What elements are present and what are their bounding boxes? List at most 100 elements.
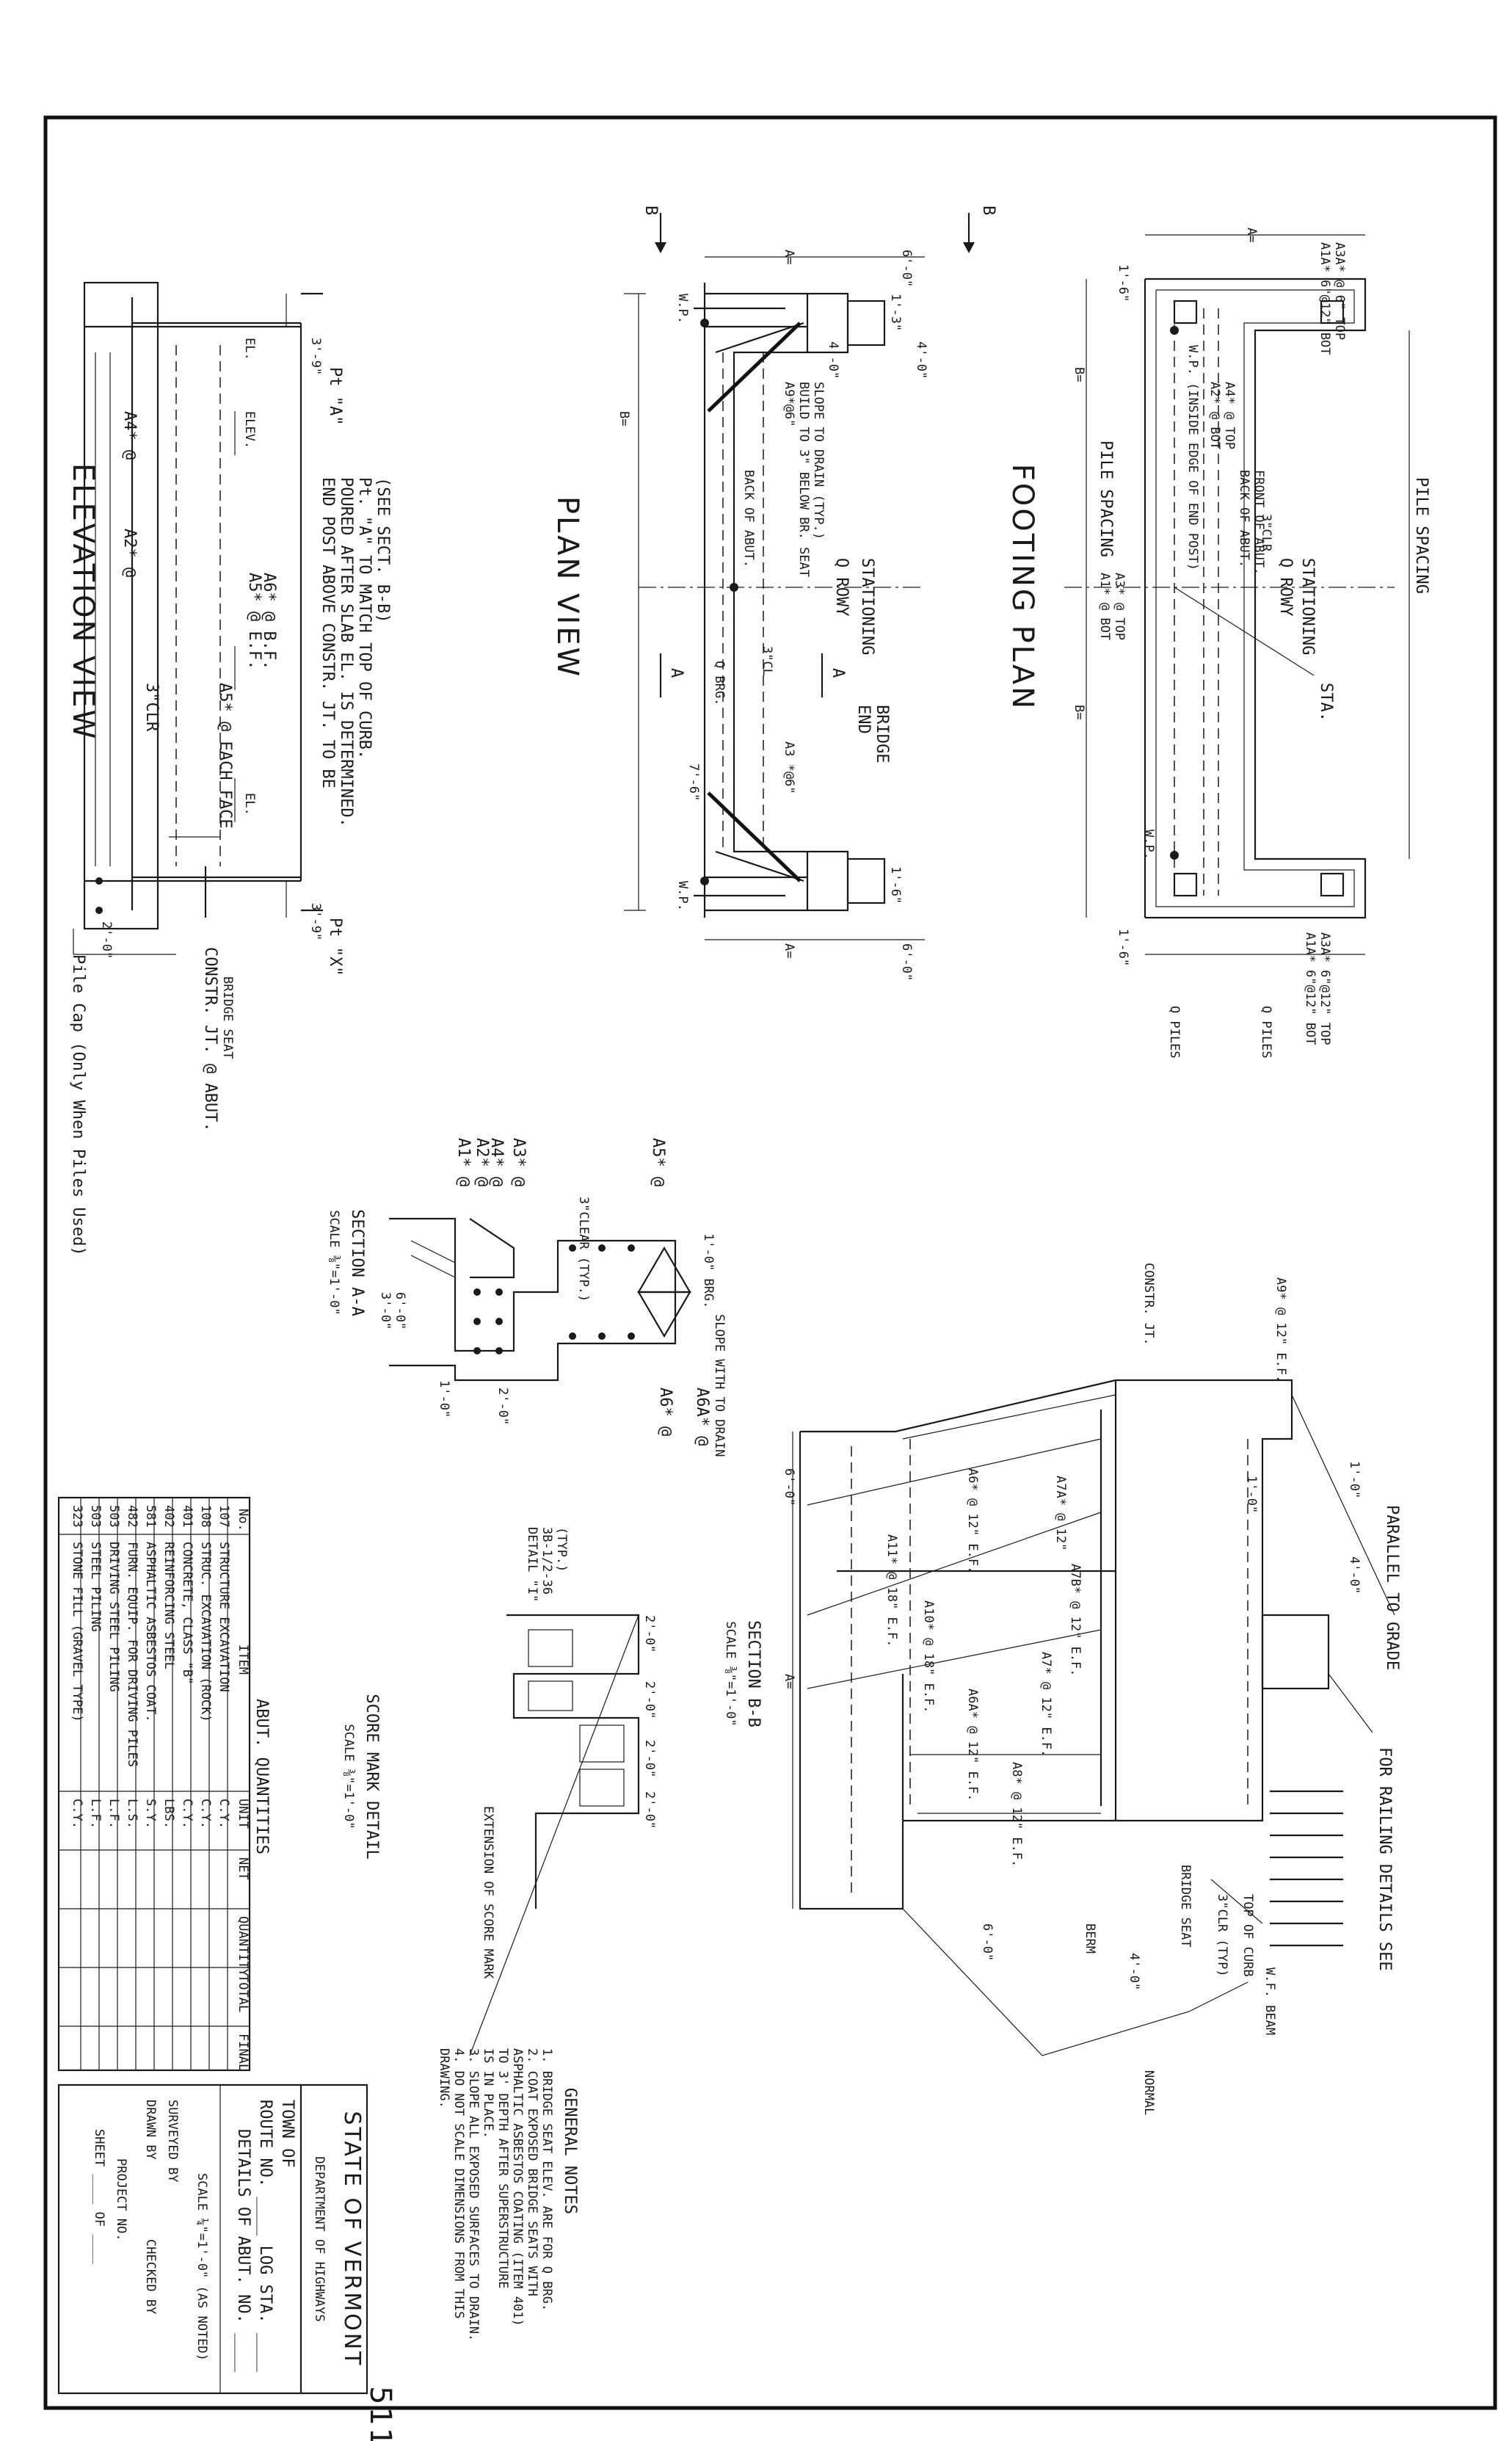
footing-plan-title: FOOTING PLAN <box>1006 464 1039 711</box>
sheet-border <box>43 115 1497 2410</box>
section-bb-dim-6ft-2: 6'-0" <box>980 1923 995 1961</box>
section-aa-label-a1: A1* @ <box>454 1138 473 1186</box>
footing-plan: FOOTING PLAN A= A1A* 6"@12" BOT A3A* @ 6… <box>1006 228 1431 1059</box>
section-bb-a8: A8* @ 12" E.F. <box>1009 1762 1024 1867</box>
elevation-view: ELEVATION VIEW A4* @ A2* @ A5* @ E.F. A6… <box>66 281 392 1256</box>
section-bb-a6: A6* @ 12" E.F. <box>965 1468 980 1573</box>
section-bb-a6a: A6A* @ 12" E.F. <box>965 1689 980 1802</box>
section-bb-dim-4ft-top: 4'-0" <box>1347 1556 1362 1594</box>
elevation-pile-cap-note: Pile Cap (Only When Piles Used) <box>69 954 87 1256</box>
table-row: 323 STONE FILL (GRAVEL TYPE) C.Y. <box>70 1505 84 1829</box>
note-line-3: ASPHALTIC ASBESTOS COATING (ITEM 401) <box>510 2048 525 2326</box>
section-aa-dim-2: 2'-0" <box>495 1388 510 1425</box>
plan-dim-7-6: 7'-6" <box>686 764 701 801</box>
footing-q-piles-1: Q PILES <box>1167 1006 1182 1059</box>
section-aa-title: SECTION A-A <box>348 1209 366 1316</box>
plan-slope-drain: SLOPE TO DRAIN (TYP.) <box>811 382 826 540</box>
section-aa-dim-1: 1'-0" <box>437 1380 451 1418</box>
elevation-label-a5ef: A5* @ E.F. <box>245 573 263 670</box>
quant-cell-unit: C.Y. <box>180 1799 195 1829</box>
footing-q-piles-2: Q PILES <box>1259 1006 1273 1059</box>
plan-dim-a-top: A= <box>782 250 796 264</box>
note-line-6: 3. SLOPE ALL EXPOSED SURFACES TO DRAIN. <box>466 2048 481 2341</box>
plan-a3: A3 *@6" <box>782 741 796 794</box>
quant-cell-no: 482 <box>125 1505 139 1528</box>
section-aa-clear: 3"CLEAR (TYP.) <box>576 1197 591 1302</box>
footing-back-of-abut: BACK OF ABUT. <box>1237 470 1251 567</box>
elevation-note-2: POURED AFTER SLAB EL. IS DETERMINED. <box>337 477 355 827</box>
note-line-4: TO 3' DEPTH AFTER SUPERSTRUCTURE <box>495 2048 510 2289</box>
tb-route: ROUTE NO. ____ LOG STA. ____ <box>256 2100 275 2373</box>
tb-details: DETAILS OF ABUT. NO. ____ <box>234 2129 252 2373</box>
quant-cell-item: REINFORCING STEEL <box>161 1542 176 1669</box>
elevation-dim-2: 3'-9" <box>308 903 323 940</box>
notes-title: GENERAL NOTES <box>561 2088 579 2214</box>
elevation-note-3: Pt. "A" TO MATCH TOP OF CURB. <box>355 477 374 759</box>
section-bb-dim-1ft-1: 1'-0" <box>1347 1461 1362 1498</box>
quant-cell-item: CONCRETE, CLASS "B" <box>180 1542 195 1684</box>
tb-scale: SCALE ¼"=1'-0" (AS NOTED) <box>195 2173 209 2361</box>
footing-pile-spacing-1: PILE SPACING <box>1097 440 1115 557</box>
plan-label-a-2: A <box>829 668 847 678</box>
plan-stationing: STATIONING <box>858 558 876 655</box>
section-bb-bridge-seat: BRIDGE SEAT <box>1178 1865 1193 1948</box>
elevation-label-pt-a: Pt "A" <box>326 367 344 425</box>
section-bb-parallel: PARALLEL TO GRADE <box>1383 1505 1401 1670</box>
footing-sta: STA. <box>1317 683 1335 722</box>
elevation-dim-3: 2'-0" <box>99 921 114 959</box>
table-row: 107 STRUCTURE EXCAVATION C.Y. <box>217 1505 231 1829</box>
section-bb-scale: SCALE ⅜"=1'-0" <box>723 1621 738 1726</box>
quant-header-no: No. <box>236 1509 250 1531</box>
score-dim-2: 2'-0" <box>642 1681 657 1719</box>
footing-q-rowy: Q ROWY <box>1276 558 1295 616</box>
footing-front-of-abut: FRONT OF ABUT. <box>1251 470 1266 575</box>
tb-surveyed: SURVEYED BY <box>165 2100 180 2183</box>
plan-dim-a-bottom: A= <box>782 943 796 958</box>
quant-cell-item: DRIVING STEEL PILING <box>106 1542 121 1692</box>
footing-a1-bot: A1* @ BOT <box>1097 573 1112 640</box>
footing-3clr: 3"CLR <box>1259 514 1273 552</box>
score-detail-spec: 3B-1/2-36 <box>539 1527 554 1595</box>
elevation-bridge-seat: BRIDGE SEAT <box>220 976 235 1059</box>
elevation-label-el2: EL. <box>242 793 257 816</box>
section-aa-brg: 1'-0" BRG. <box>701 1233 716 1308</box>
quant-cell-unit: L.S. <box>125 1799 139 1829</box>
plan-dim-b: B= <box>617 411 631 426</box>
section-aa-dim-3: 6'-0" <box>393 1292 407 1330</box>
score-dim-1: 2'-0" <box>642 1615 657 1653</box>
quant-header-final: FINAL <box>236 2034 250 2071</box>
footing-dim-b-1: B= <box>1072 367 1086 382</box>
section-bb-a10: A10* @ 18" E.F. <box>921 1600 936 1713</box>
quant-cell-unit: C.Y. <box>217 1799 231 1829</box>
table-row: 581 ASPHALTIC ASBESTOS COAT. S.Y. <box>143 1505 158 1829</box>
section-aa-label-a3: A3* @ <box>509 1138 528 1186</box>
tb-drawn: DRAWN BY <box>143 2100 158 2160</box>
quant-cell-no: 323 <box>70 1505 84 1528</box>
plan-dim-1-3: 1'-3" <box>888 294 903 331</box>
quant-cell-no: 581 <box>143 1505 158 1528</box>
quant-header-net: NET <box>236 1857 250 1880</box>
footing-pile-spacing-2: PILE SPACING <box>1412 477 1431 594</box>
note-line-5: IS IN PLACE. <box>481 2048 495 2139</box>
quant-cell-no: 503 <box>106 1505 121 1528</box>
plan-label-a-1: A <box>667 668 686 678</box>
quant-header-total: TOTAL <box>236 1975 250 2012</box>
quant-cell-unit: L.F. <box>106 1799 121 1829</box>
section-aa-slope: SLOPE WITH TO DRAIN <box>712 1314 727 1457</box>
section-bb-clr: 3"CLR (TYP) <box>1215 1894 1229 1977</box>
elevation-label-a5-each: A5* @ EACH FACE <box>216 683 234 829</box>
footing-wp-note: W.P. (INSIDE EDGE OF END POST) <box>1185 345 1200 570</box>
table-row: 503 STEEL PILING L.F. <box>88 1505 103 1829</box>
section-bb-dim-1ft-2: 1'-0" <box>1244 1476 1259 1513</box>
score-extension: EXTENSION OF SCORE MARK <box>481 1806 495 1979</box>
plan-wp-2: W.P. <box>675 881 690 911</box>
section-aa-label-a6: A6* @ <box>656 1388 675 1436</box>
elevation-label-a4: A4* @ <box>120 411 139 460</box>
section-bb-a11: A11* @ 18" E.F. <box>884 1534 899 1647</box>
score-detail-i: DETAIL "I" <box>525 1527 539 1602</box>
score-dim-4: 2'-0" <box>642 1791 657 1829</box>
section-aa-label-a5: A5* @ <box>649 1138 667 1186</box>
plan-bridge: BRIDGE <box>873 705 891 763</box>
quant-cell-item: ASPHALTIC ASBESTOS COAT. <box>143 1542 158 1722</box>
quant-cell-item: STEEL PILING <box>88 1542 103 1632</box>
